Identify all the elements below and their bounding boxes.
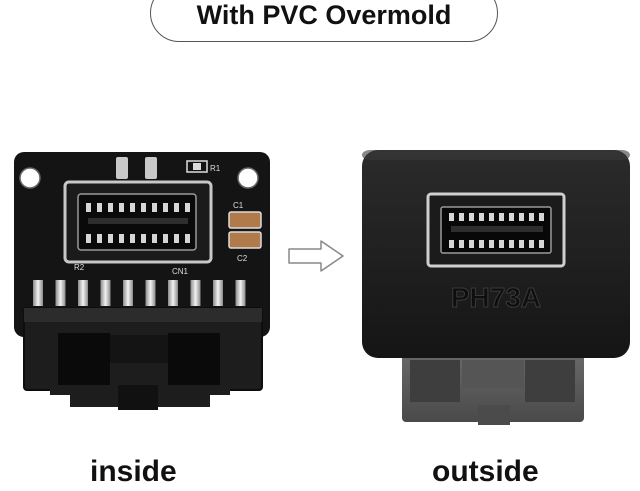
contact-pin (163, 203, 168, 212)
contact-pin (97, 203, 102, 212)
contact-pin (174, 203, 179, 212)
contact-pin (119, 203, 124, 212)
header-pins (33, 280, 246, 306)
cn1-label: CN1 (172, 267, 189, 276)
contact-pin (509, 240, 514, 248)
contact-pin (479, 213, 484, 221)
contact-pin (174, 234, 179, 243)
inside-caption: inside (90, 455, 177, 488)
inside-adapter: R1 C1 C2 R2 CN1 (14, 152, 270, 410)
contact-pin (119, 234, 124, 243)
contact-pin (108, 203, 113, 212)
contact-pin (86, 203, 91, 212)
contact-pin (539, 213, 544, 221)
contact-pin (163, 234, 168, 243)
outside-adapter: PH73A (362, 150, 630, 425)
c1-label: C1 (233, 201, 244, 210)
contact-pin (469, 213, 474, 221)
contact-pin (108, 234, 113, 243)
solder-pin (123, 280, 133, 306)
contact-pin (489, 240, 494, 248)
contact-pin (539, 240, 544, 248)
contact-pin (529, 213, 534, 221)
mounting-hole-right (237, 167, 259, 189)
contact-pin (519, 213, 524, 221)
outside-caption: outside (432, 455, 539, 488)
port-pins (449, 213, 544, 248)
contact-pin (97, 234, 102, 243)
contact-pin (529, 240, 534, 248)
contact-pin (152, 234, 157, 243)
contact-pin (86, 234, 91, 243)
contact-pin (519, 240, 524, 248)
r1-outline (186, 160, 208, 173)
contact-pin (152, 203, 157, 212)
header-slot-left (58, 333, 110, 385)
contact-pin (499, 240, 504, 248)
contact-pin (130, 203, 135, 212)
solder-pin (55, 280, 66, 306)
ph73a-marking: PH73A (451, 282, 541, 313)
title-text: With PVC Overmold (196, 0, 452, 30)
contact-pin (141, 234, 146, 243)
solder-pin (168, 280, 178, 306)
tongue (451, 226, 543, 232)
contact-pin (449, 213, 454, 221)
contact-pin (185, 203, 190, 212)
contact-pin (469, 240, 474, 248)
receptacle-pins (86, 203, 190, 243)
solder-pin (190, 280, 201, 306)
capacitor-c1 (228, 211, 262, 229)
solder-pin (78, 280, 88, 306)
pad (145, 157, 157, 179)
header-slot-right (168, 333, 220, 385)
contact-pin (449, 240, 454, 248)
contact-pin (499, 213, 504, 221)
title-badge: With PVC Overmold (150, 0, 498, 42)
solder-pin (213, 280, 223, 306)
contact-pin (459, 240, 464, 248)
contact-pin (459, 213, 464, 221)
contact-pin (509, 213, 514, 221)
contact-pin (130, 234, 135, 243)
r2-label: R2 (74, 263, 85, 272)
solder-pin (235, 280, 246, 306)
right-arrow-icon (288, 240, 344, 272)
contact-pin (479, 240, 484, 248)
solder-pin (145, 280, 156, 306)
solder-pin (33, 280, 43, 306)
contact-pin (489, 213, 494, 221)
contact-pin (141, 203, 146, 212)
mounting-hole-left (19, 167, 41, 189)
pad (116, 157, 128, 179)
c2-label: C2 (237, 254, 248, 263)
tongue (88, 218, 188, 224)
r1-label: R1 (210, 164, 221, 173)
contact-pin (185, 234, 190, 243)
capacitor-c2 (228, 231, 262, 249)
solder-pin (100, 280, 111, 306)
